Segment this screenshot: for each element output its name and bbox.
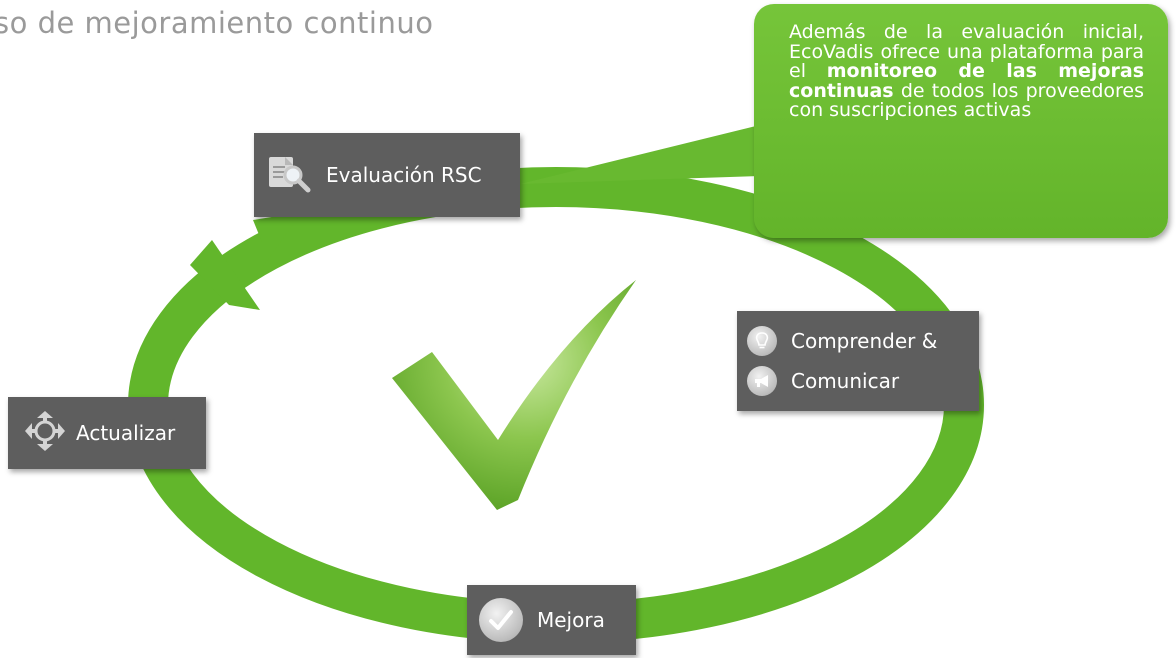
callout-pointer (520, 125, 760, 184)
megaphone-icon (747, 366, 777, 396)
refresh-arrows-icon (22, 408, 68, 459)
stage-evaluacion-rsc: Evaluación RSC (254, 133, 520, 217)
cycle-arrowhead-upper (253, 212, 302, 268)
stage-actualizar: Actualizar (8, 397, 206, 469)
stage-mejora: Mejora (467, 585, 636, 655)
stage-label: Evaluación RSC (326, 163, 482, 187)
callout-text-part1: Además de la evaluación inicial, EcoVadi… (789, 21, 1144, 82)
check-mark-icon (392, 280, 636, 510)
lightbulb-icon (747, 326, 777, 356)
callout-box: Además de la evaluación inicial, EcoVadi… (754, 4, 1168, 238)
callout-text-bold: monitoreo de las mejoras continuas (789, 60, 1145, 102)
stage-label: Mejora (537, 608, 605, 632)
cycle-arrowhead-lower (190, 240, 260, 310)
stage-label: Actualizar (76, 421, 176, 445)
stage-comprender-comunicar: Comprender & Comunicar (737, 311, 979, 411)
check-circle-icon (479, 598, 523, 642)
page-title: so de mejoramiento continuo (0, 6, 434, 40)
stage-label: Comprender & (791, 329, 938, 353)
callout-text-part2: de todos los proveedores con suscripcion… (789, 79, 1144, 121)
stage-label: Comunicar (791, 369, 900, 393)
document-search-icon (266, 153, 312, 198)
